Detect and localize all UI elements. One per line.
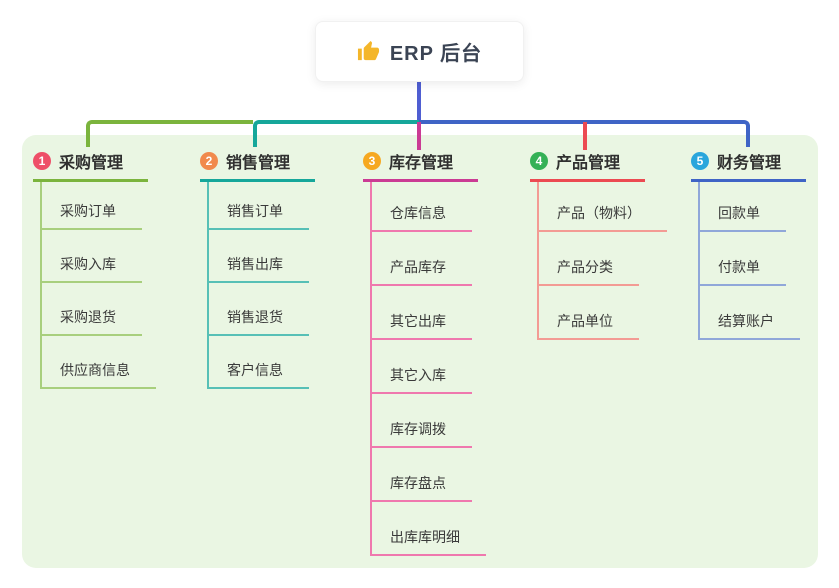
branch-number-badge: 1 bbox=[33, 152, 51, 170]
branch-children: 销售订单 销售出库 销售退货 客户信息 bbox=[207, 182, 315, 389]
root-connector-line bbox=[417, 82, 421, 122]
child-label: 供应商信息 bbox=[42, 360, 156, 389]
root-node[interactable]: ERP 后台 bbox=[315, 21, 524, 82]
branch-number-badge: 5 bbox=[691, 152, 709, 170]
child-label: 产品单位 bbox=[539, 311, 639, 340]
child-node[interactable]: 库存调拨 bbox=[372, 394, 478, 448]
branch-children: 采购订单 采购入库 采购退货 供应商信息 bbox=[40, 182, 156, 389]
branches-background-panel bbox=[22, 135, 818, 568]
child-node[interactable]: 销售出库 bbox=[209, 230, 315, 283]
child-label: 其它出库 bbox=[372, 311, 472, 340]
connector-branch-4 bbox=[583, 122, 587, 150]
branch-sales-management: 2 销售管理 销售订单 销售出库 销售退货 客户信息 bbox=[200, 149, 315, 389]
child-node[interactable]: 回款单 bbox=[700, 182, 806, 232]
child-label: 回款单 bbox=[700, 203, 786, 232]
child-label: 库存盘点 bbox=[372, 473, 472, 502]
child-label: 库存调拨 bbox=[372, 419, 472, 448]
child-node[interactable]: 产品（物料） bbox=[539, 182, 667, 232]
child-label: 产品库存 bbox=[372, 257, 472, 286]
child-label: 出库库明细 bbox=[372, 527, 486, 556]
branch-header[interactable]: 4 产品管理 bbox=[530, 149, 645, 182]
connector-branch-3 bbox=[417, 122, 421, 150]
child-label: 销售退货 bbox=[209, 307, 309, 336]
child-label: 销售订单 bbox=[209, 201, 309, 230]
branch-title: 财务管理 bbox=[717, 155, 782, 172]
child-label: 产品分类 bbox=[539, 257, 639, 286]
branch-number-badge: 4 bbox=[530, 152, 548, 170]
child-label: 产品（物料） bbox=[539, 203, 667, 232]
branch-header[interactable]: 5 财务管理 bbox=[691, 149, 806, 182]
child-node[interactable]: 其它入库 bbox=[372, 340, 478, 394]
connector-branch-2 bbox=[253, 120, 419, 147]
branch-number-badge: 3 bbox=[363, 152, 381, 170]
child-node[interactable]: 客户信息 bbox=[209, 336, 315, 389]
child-node[interactable]: 采购退货 bbox=[42, 283, 148, 336]
branch-finance-management: 5 财务管理 回款单 付款单 结算账户 bbox=[691, 149, 806, 340]
child-node[interactable]: 采购入库 bbox=[42, 230, 148, 283]
branch-title: 库存管理 bbox=[389, 155, 454, 172]
child-node[interactable]: 其它出库 bbox=[372, 286, 478, 340]
child-label: 结算账户 bbox=[700, 311, 800, 340]
branch-header[interactable]: 1 采购管理 bbox=[33, 149, 148, 182]
child-label: 采购订单 bbox=[42, 201, 142, 230]
child-label: 其它入库 bbox=[372, 365, 472, 394]
connector-branch-1 bbox=[86, 120, 253, 147]
branch-children: 仓库信息 产品库存 其它出库 其它入库 库存调拨 库存盘点 出库库明细 bbox=[370, 182, 486, 556]
branch-title: 采购管理 bbox=[59, 155, 124, 172]
child-node[interactable]: 产品分类 bbox=[539, 232, 645, 286]
child-node[interactable]: 库存盘点 bbox=[372, 448, 478, 502]
child-node[interactable]: 销售订单 bbox=[209, 182, 315, 230]
child-label: 客户信息 bbox=[209, 360, 309, 389]
child-node[interactable]: 付款单 bbox=[700, 232, 806, 286]
branch-children: 产品（物料） 产品分类 产品单位 bbox=[537, 182, 667, 340]
child-label: 采购入库 bbox=[42, 254, 142, 283]
child-label: 销售出库 bbox=[209, 254, 309, 283]
child-node[interactable]: 结算账户 bbox=[700, 286, 806, 340]
child-label: 采购退货 bbox=[42, 307, 142, 336]
child-node[interactable]: 供应商信息 bbox=[42, 336, 156, 389]
child-label: 仓库信息 bbox=[372, 203, 472, 232]
child-node[interactable]: 产品库存 bbox=[372, 232, 478, 286]
branch-header[interactable]: 2 销售管理 bbox=[200, 149, 315, 182]
child-node[interactable]: 产品单位 bbox=[539, 286, 645, 340]
branch-product-management: 4 产品管理 产品（物料） 产品分类 产品单位 bbox=[530, 149, 667, 340]
branch-children: 回款单 付款单 结算账户 bbox=[698, 182, 806, 340]
branch-header[interactable]: 3 库存管理 bbox=[363, 149, 478, 182]
child-label: 付款单 bbox=[700, 257, 786, 286]
thumbs-up-icon bbox=[357, 40, 379, 61]
root-node-title: ERP 后台 bbox=[389, 43, 483, 65]
branch-title: 产品管理 bbox=[556, 155, 621, 172]
child-node[interactable]: 采购订单 bbox=[42, 182, 148, 230]
branch-inventory-management: 3 库存管理 仓库信息 产品库存 其它出库 其它入库 库存调拨 库存盘点 出库库… bbox=[363, 149, 486, 556]
child-node[interactable]: 仓库信息 bbox=[372, 182, 478, 232]
child-node[interactable]: 出库库明细 bbox=[372, 502, 486, 556]
child-node[interactable]: 销售退货 bbox=[209, 283, 315, 336]
branch-title: 销售管理 bbox=[226, 155, 291, 172]
branch-purchase-management: 1 采购管理 采购订单 采购入库 采购退货 供应商信息 bbox=[33, 149, 156, 389]
branch-number-badge: 2 bbox=[200, 152, 218, 170]
